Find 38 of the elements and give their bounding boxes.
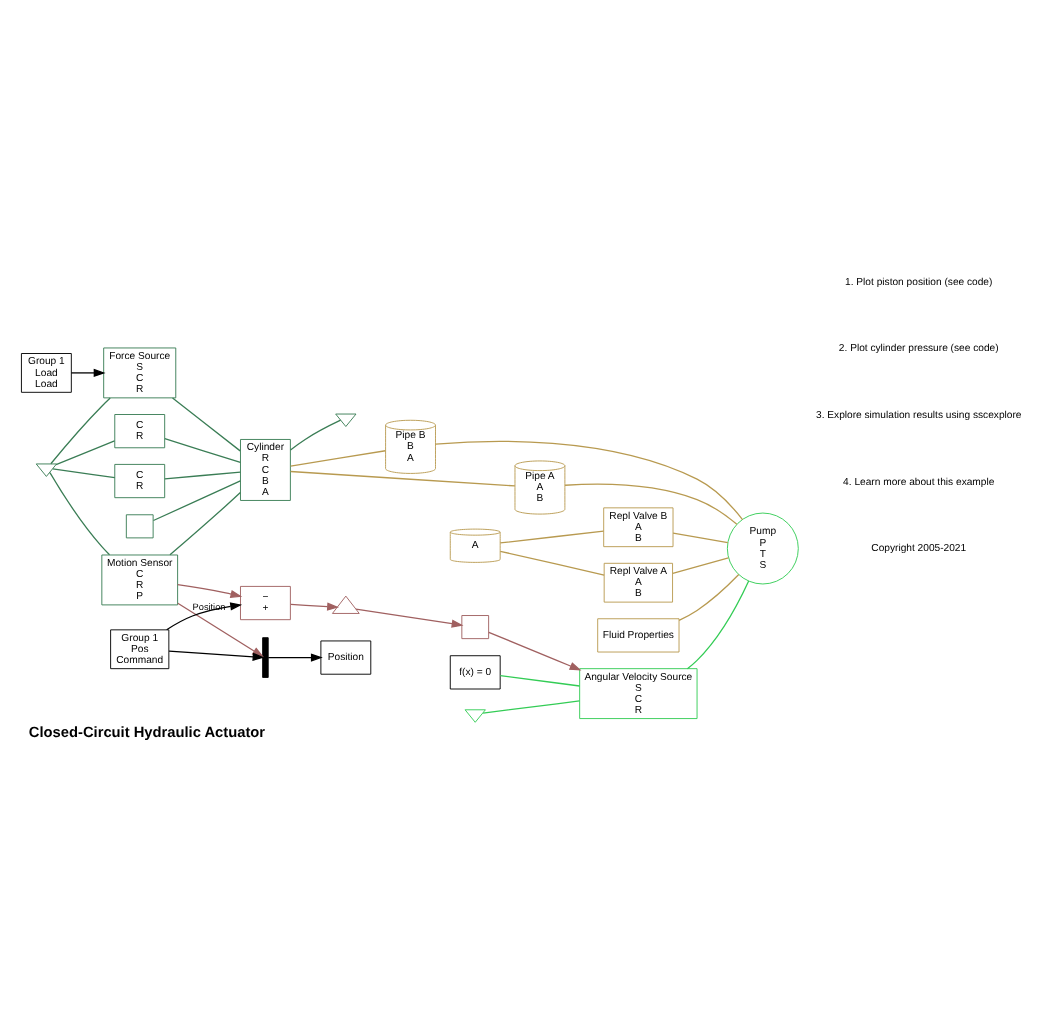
arrow bbox=[267, 653, 323, 662]
connector bbox=[672, 532, 729, 544]
connector bbox=[50, 397, 111, 465]
connector bbox=[164, 438, 242, 464]
diagram-title: Closed-Circuit Hydraulic Actuator bbox=[28, 722, 266, 741]
arrow bbox=[290, 602, 339, 611]
connector bbox=[564, 483, 738, 525]
connector bbox=[290, 450, 387, 467]
connector bbox=[434, 440, 744, 521]
node-ground bbox=[464, 709, 486, 723]
node-ground bbox=[335, 413, 357, 427]
connector bbox=[164, 471, 242, 480]
connector bbox=[55, 440, 116, 466]
connector bbox=[289, 419, 342, 451]
node-ground bbox=[35, 463, 57, 477]
arrow bbox=[488, 631, 582, 671]
connector bbox=[152, 480, 241, 522]
connector bbox=[672, 557, 730, 574]
arrow bbox=[355, 608, 464, 628]
connector bbox=[499, 674, 581, 687]
node-box bbox=[461, 615, 490, 640]
node-box bbox=[125, 514, 154, 539]
node-bar bbox=[262, 637, 269, 678]
arrow bbox=[168, 650, 265, 661]
connector bbox=[686, 580, 750, 670]
connector bbox=[289, 470, 516, 487]
connector bbox=[52, 468, 116, 479]
connector bbox=[482, 700, 581, 714]
connector bbox=[678, 573, 740, 622]
connector bbox=[171, 397, 241, 452]
connector bbox=[499, 550, 605, 576]
arrow bbox=[70, 368, 106, 378]
connector bbox=[49, 472, 111, 556]
node-triangle bbox=[332, 595, 360, 614]
connector bbox=[169, 491, 242, 556]
arrow bbox=[166, 602, 243, 631]
connector bbox=[499, 530, 605, 544]
arrow bbox=[177, 584, 243, 598]
